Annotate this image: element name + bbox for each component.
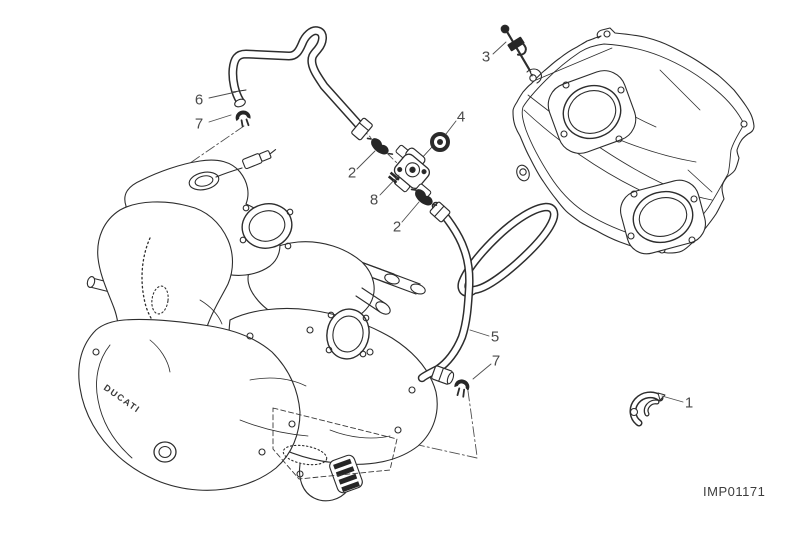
callout-1: 1	[684, 394, 694, 412]
clamp-2-upper	[366, 137, 394, 155]
screw-part-3	[500, 24, 533, 77]
callout-4: 4	[456, 108, 466, 126]
clip-part-1	[629, 391, 666, 427]
callout-3: 3	[481, 48, 491, 66]
clamp-7-lower	[454, 379, 470, 398]
clamp-2-lower	[410, 188, 438, 206]
washer-part-4	[430, 132, 450, 152]
hose-6	[228, 26, 373, 141]
callout-2-lower: 2	[392, 218, 402, 236]
callout-2-upper: 2	[347, 164, 357, 182]
airbox-cover	[512, 27, 755, 255]
engine-illustration: DUCATI	[78, 148, 438, 502]
callout-6: 6	[194, 91, 204, 109]
callout-7-lower: 7	[491, 352, 501, 370]
callout-5: 5	[490, 328, 500, 346]
plate-code: IMP01171	[703, 484, 766, 499]
clamp-7-upper	[235, 110, 251, 128]
hose-5	[417, 201, 559, 385]
leader-lines	[208, 41, 684, 403]
callout-7-upper: 7	[194, 115, 204, 133]
secondary-air-valve-8	[387, 144, 433, 199]
callout-8: 8	[369, 191, 379, 209]
